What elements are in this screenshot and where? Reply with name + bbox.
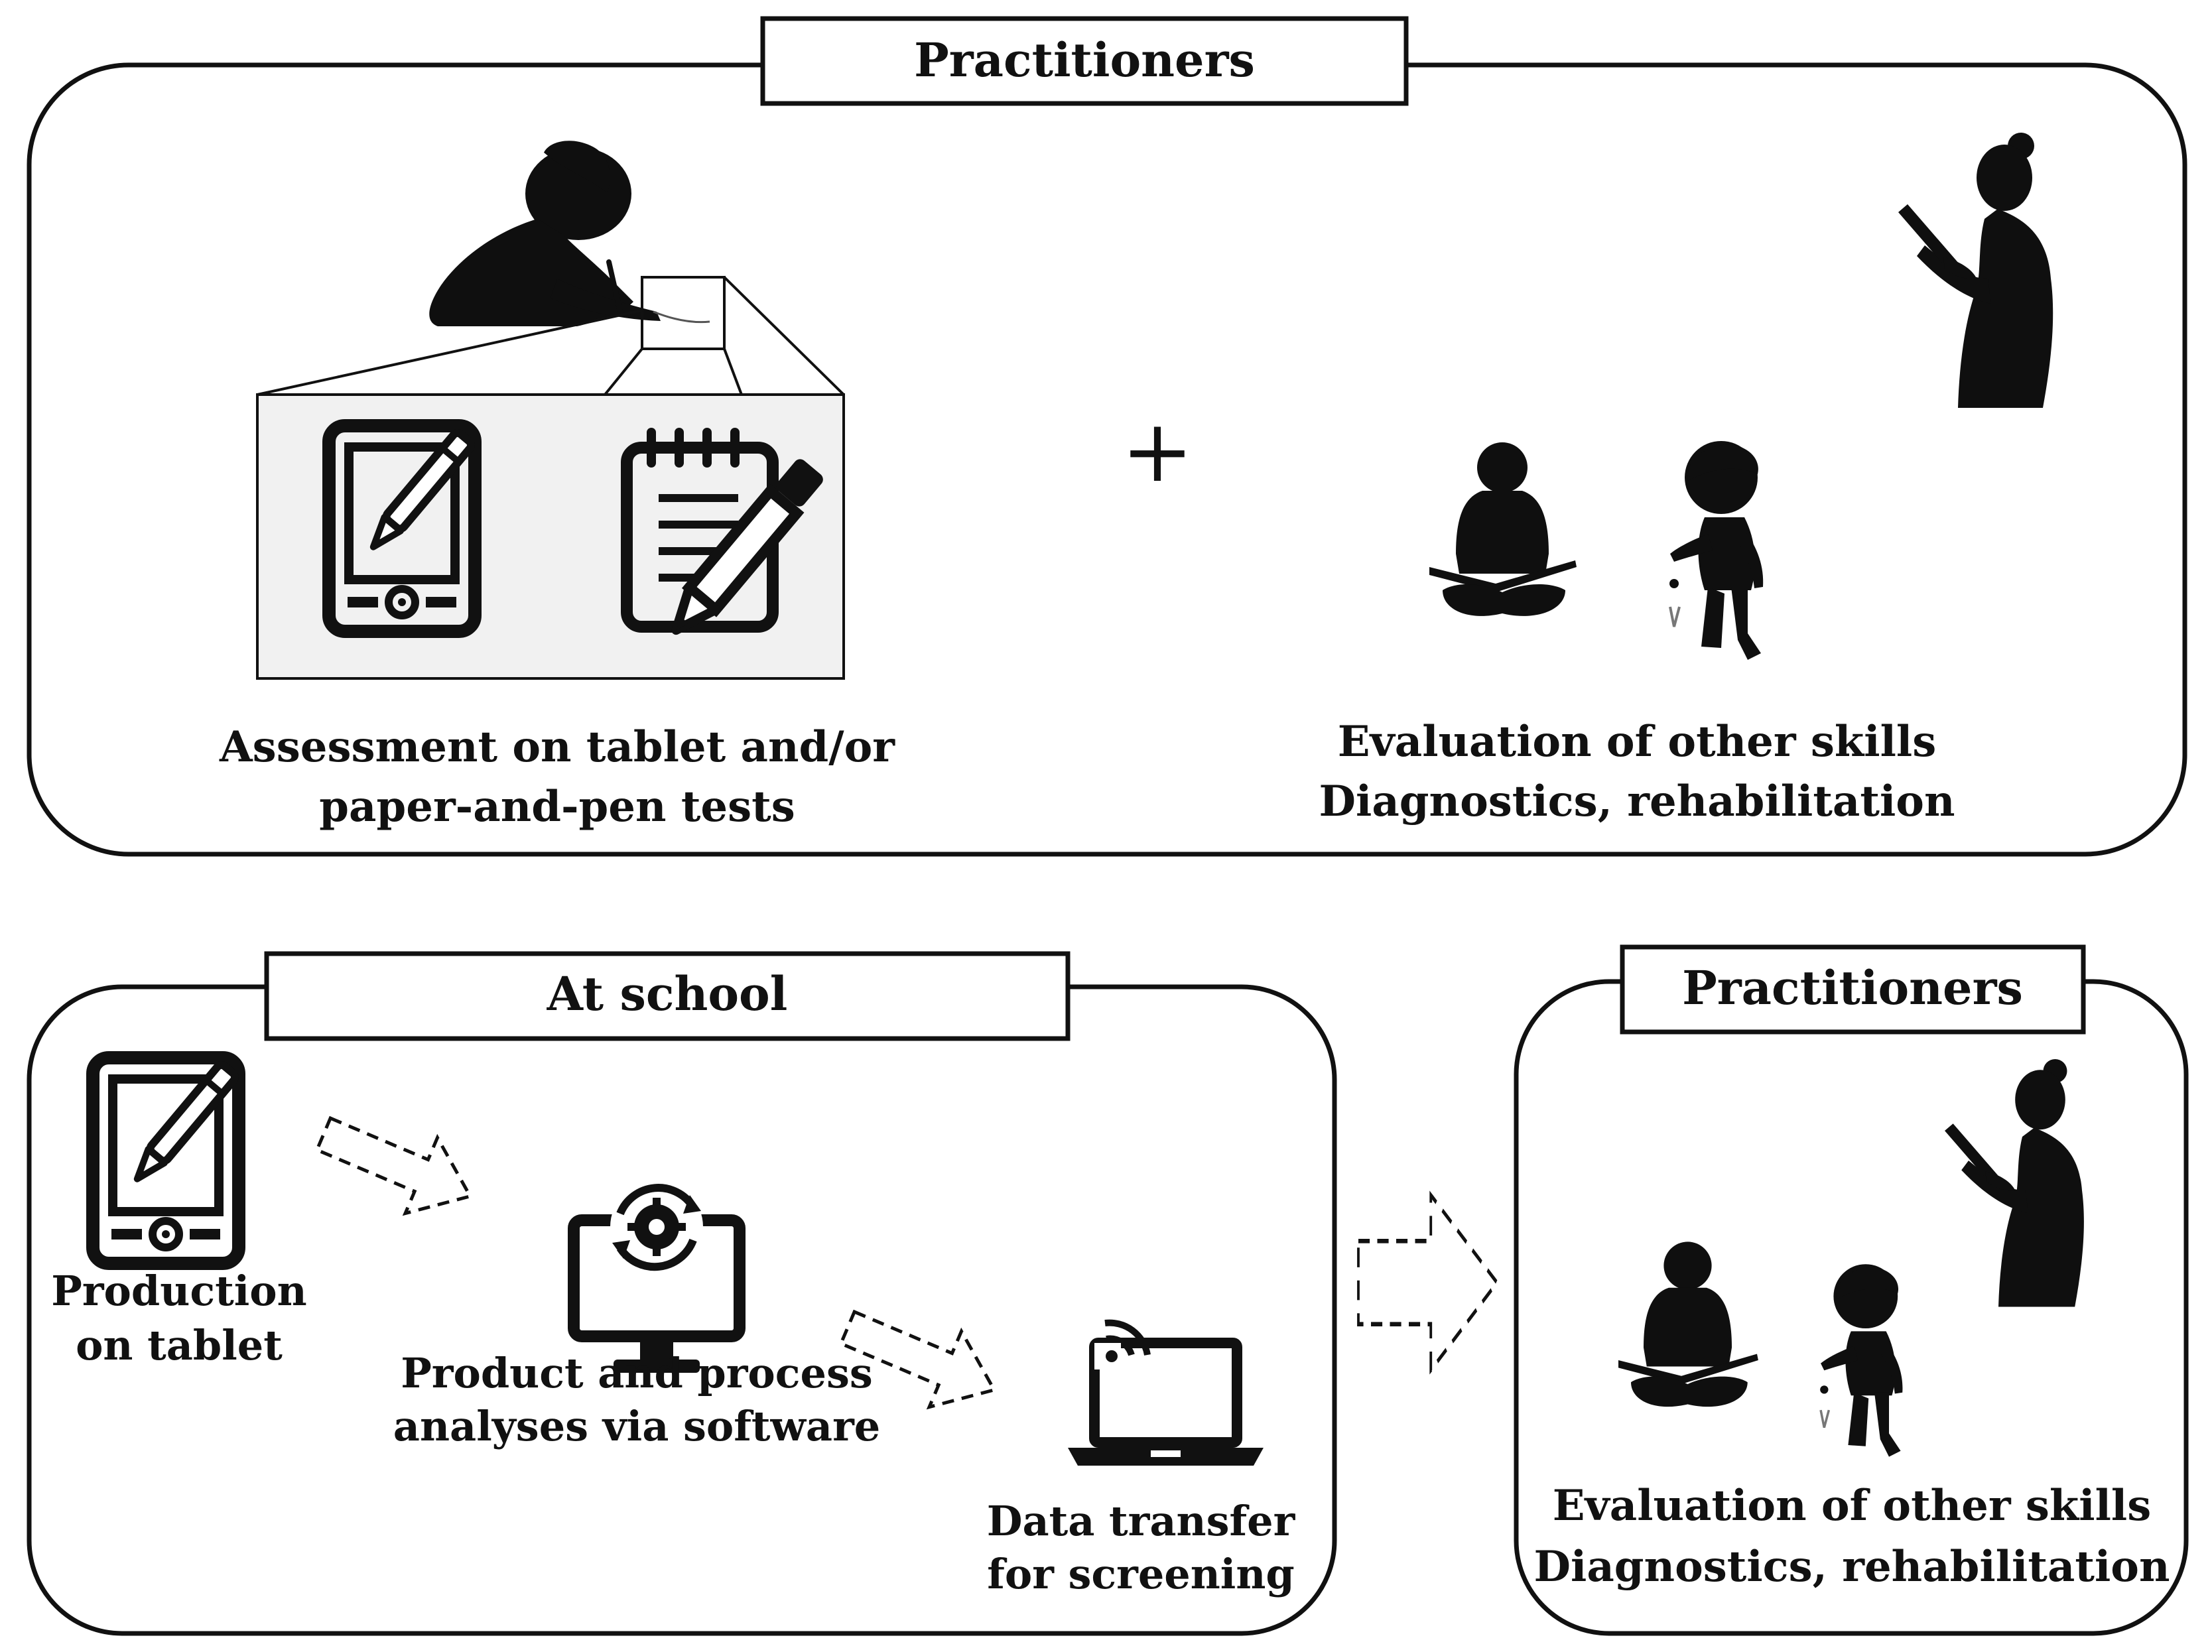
computer-gear-icon (568, 1180, 746, 1373)
transfer-caption-line1: Data transfer (987, 1497, 1296, 1545)
child-playing-silhouette-icon (1819, 1263, 1904, 1458)
laptop-wifi-icon (1068, 1319, 1264, 1466)
transfer-caption-line2: for screening (987, 1550, 1295, 1598)
child-reading-silhouette-icon (1429, 442, 1577, 616)
woman-clipboard-silhouette-icon (1945, 1059, 2084, 1307)
magnify-box (641, 276, 726, 350)
analysis-caption-line2: analyses via software (393, 1402, 880, 1450)
evaluation-caption-line2: Diagnostics, rehabilitation (1319, 777, 1955, 826)
school-panel-title: At school (547, 966, 788, 1021)
school-title-box (264, 951, 1071, 1041)
dashed-arrow-icon (308, 1096, 486, 1234)
dashed-arrow-icon (1357, 1190, 1500, 1375)
top-title-box (760, 16, 1409, 106)
practitioners-caption-line2: Diagnostics, rehabilitation (1534, 1542, 2170, 1592)
woman-clipboard-silhouette-icon (1898, 133, 2053, 408)
child-reading-silhouette-icon (1618, 1241, 1758, 1407)
production-caption-line2: on tablet (76, 1321, 283, 1369)
production-caption-line1: Production (51, 1267, 306, 1315)
analysis-caption-line1: Product and process (401, 1349, 873, 1397)
evaluation-caption-line1: Evaluation of other skills (1338, 717, 1936, 767)
child-playing-silhouette-icon (1668, 440, 1765, 661)
child-writing-silhouette-icon (429, 141, 661, 326)
practitioners-caption-line1: Evaluation of other skills (1553, 1481, 2151, 1531)
assessment-caption-line1: Assessment on tablet and/or (219, 722, 895, 772)
practitioners-panel-title: Practitioners (1682, 960, 2023, 1015)
assessment-caption-line2: paper-and-pen tests (319, 782, 795, 832)
top-panel-title: Practitioners (914, 32, 1255, 88)
notepad-pencil-icon (621, 428, 823, 635)
plus-sign: + (1122, 401, 1194, 501)
tablet-pen-icon (93, 1058, 239, 1263)
practitioners-title-box (1620, 944, 2086, 1035)
